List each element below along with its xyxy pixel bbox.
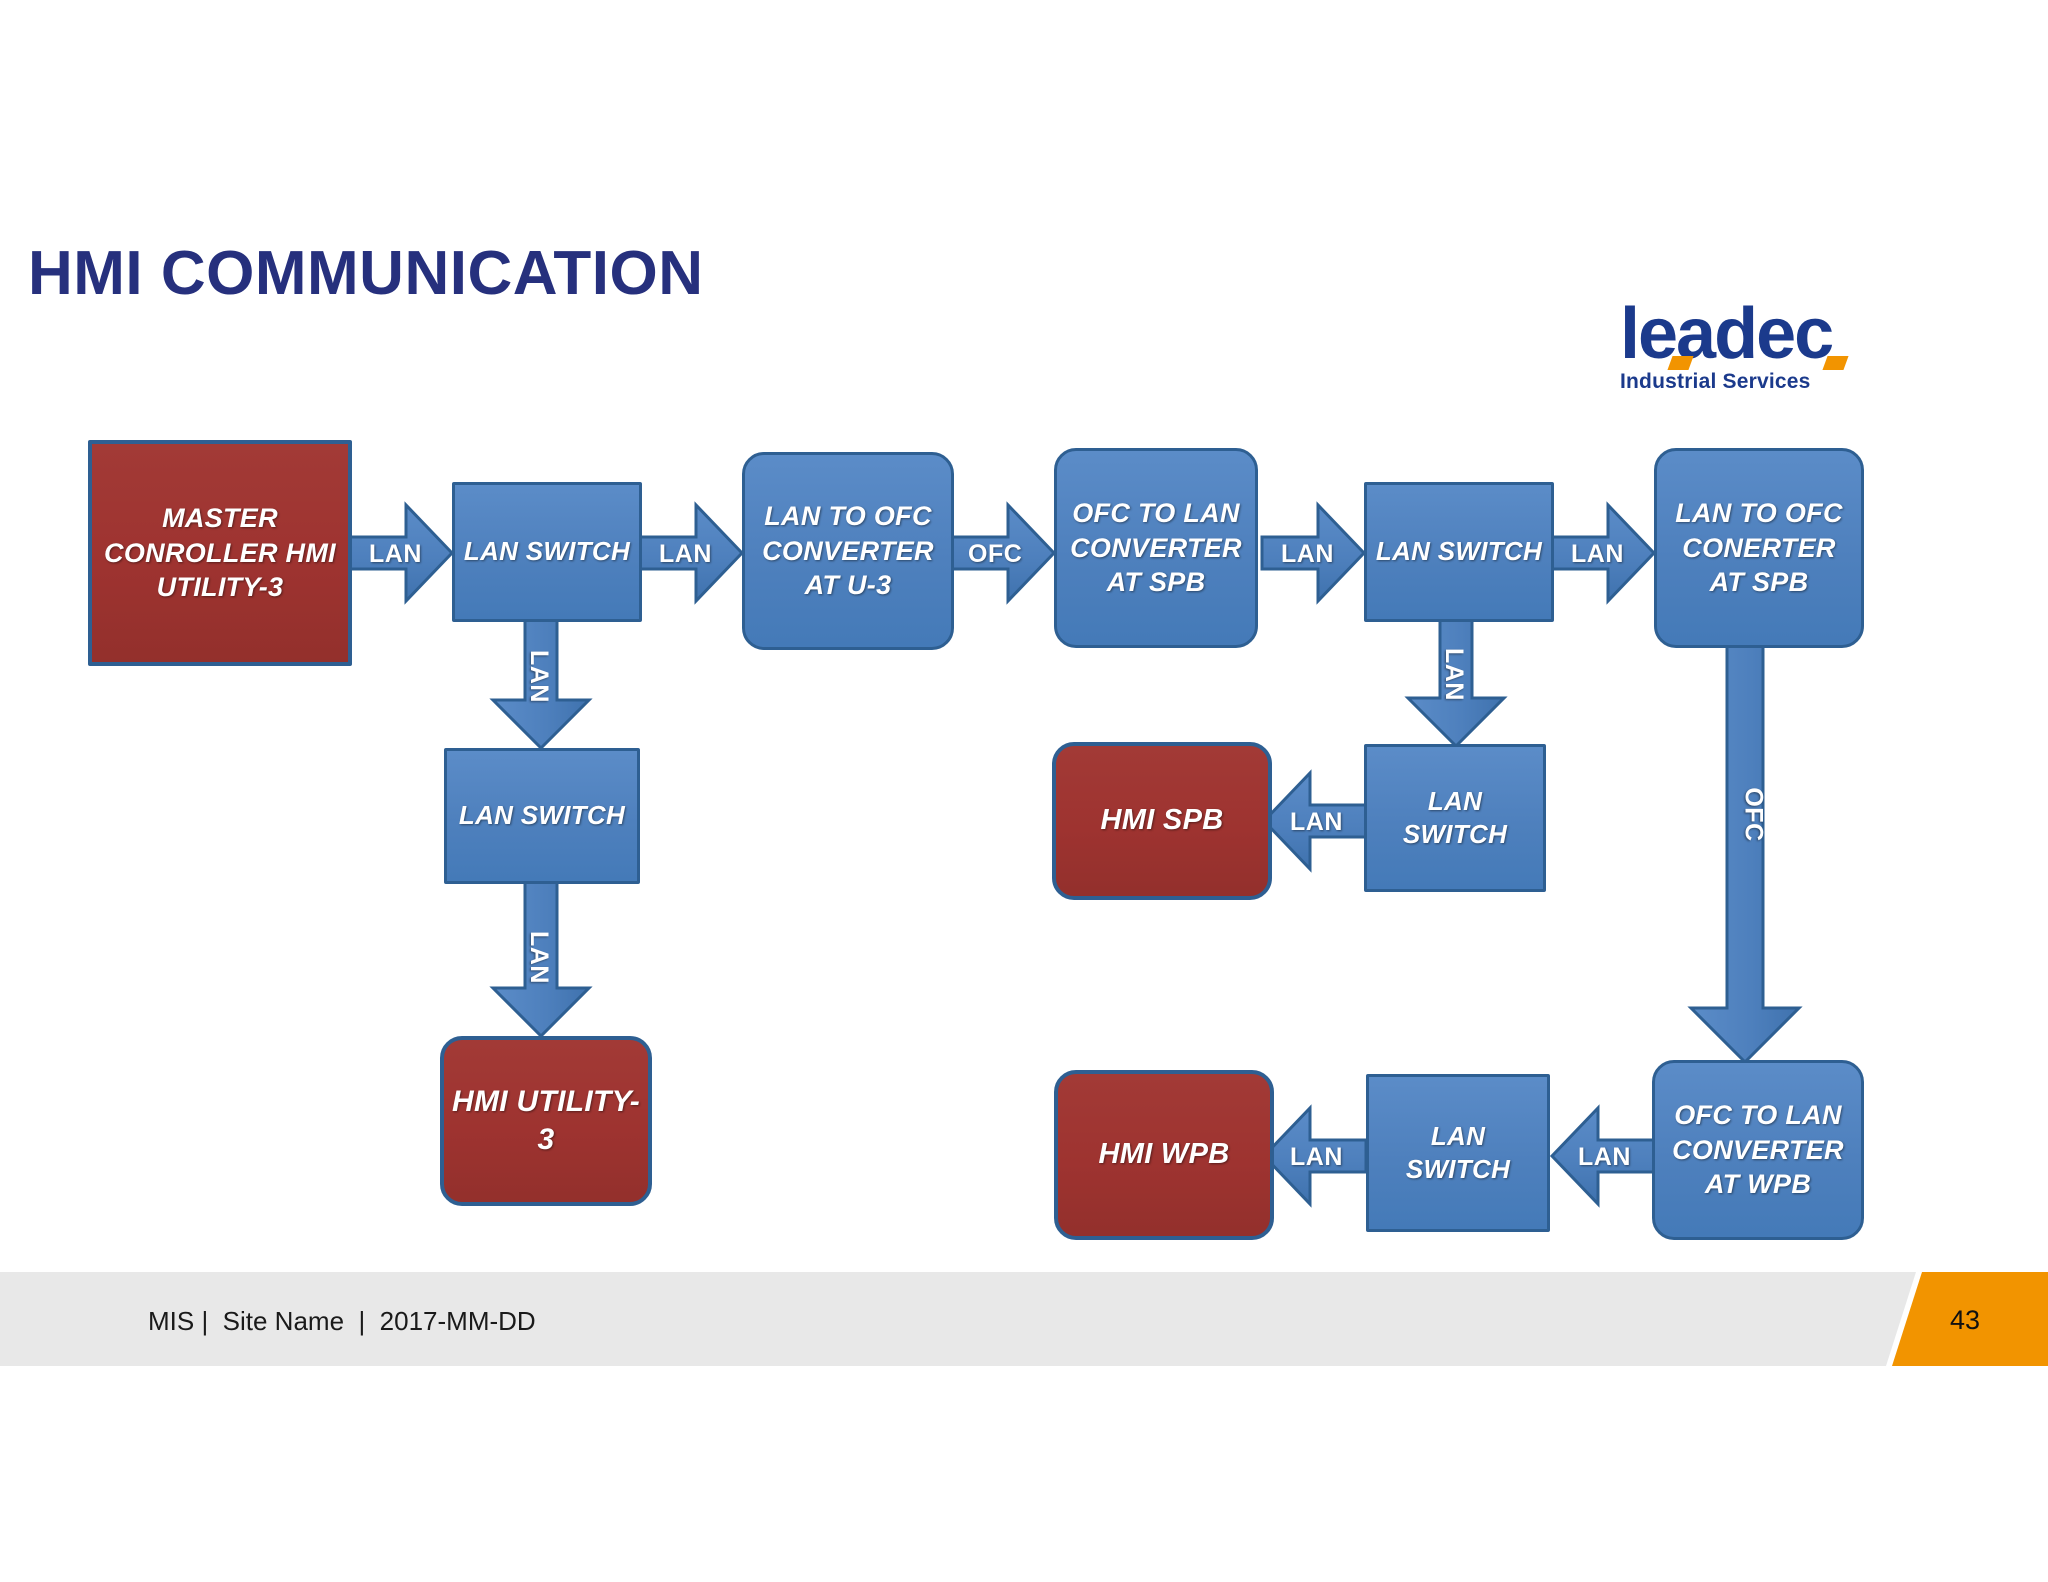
page-number-badge [1892, 1272, 2048, 1366]
node-hmi-spb[interactable]: HMI SPB [1052, 742, 1272, 900]
arrow-converter-to-switch-wpb [1549, 1104, 1656, 1208]
arrow-switch-down-u3 [489, 616, 593, 751]
link-label-converter-to-converter: OFC [968, 540, 1023, 568]
logo-tagline: Industrial Services [1620, 370, 1811, 394]
arrow-switch-down-hmi-utility [489, 880, 593, 1039]
link-label-master-to-switch: LAN [369, 540, 422, 568]
arrow-switch-to-converter-spb [1550, 501, 1657, 605]
arrow-switch-down-spb [1404, 616, 1508, 749]
node-lan-switch-spb-top[interactable]: LAN SWITCH [1364, 482, 1554, 622]
node-master-controller[interactable]: MASTER CONROLLER HMI UTILITY-3 [88, 440, 352, 666]
node-ofc-to-lan-converter-spb[interactable]: OFC TO LAN CONVERTER AT SPB [1054, 448, 1258, 648]
footer-bar [0, 1272, 1916, 1366]
node-lan-switch-u3-top[interactable]: LAN SWITCH [452, 482, 642, 622]
arrow-converter-down-wpb-ofc [1687, 616, 1803, 1065]
node-hmi-utility-3[interactable]: HMI UTILITY-3 [440, 1036, 652, 1206]
node-lan-switch-u3-mid[interactable]: LAN SWITCH [444, 748, 640, 884]
hmi-communication-diagram: MASTER CONROLLER HMI UTILITY-3 LAN SWITC… [88, 440, 1864, 1240]
logo-wordmark: leadec [1620, 294, 1834, 374]
node-hmi-wpb[interactable]: HMI WPB [1054, 1070, 1274, 1240]
arrow-switch-to-converter-u3 [638, 501, 745, 605]
link-label-switch-down-u3: LAN [524, 650, 553, 703]
footer-text: MIS | Site Name | 2017-MM-DD [148, 1306, 536, 1336]
link-label-switch-down-spb: LAN [1439, 648, 1468, 701]
arrow-switch-to-hmi-spb [1261, 769, 1368, 873]
link-label-switch-to-hmi-spb: LAN [1290, 808, 1343, 836]
link-label-switch-to-converter-spb: LAN [1571, 540, 1624, 568]
link-label-converter-to-switch-spb: LAN [1281, 540, 1334, 568]
node-lan-switch-spb-mid[interactable]: LAN SWITCH [1364, 744, 1546, 892]
leadec-logo: leadec Industrial Services [1620, 294, 1920, 410]
connector-arrows-layer [348, 501, 1803, 1208]
node-lan-switch-wpb[interactable]: LAN SWITCH [1366, 1074, 1550, 1232]
node-lan-to-ofc-converter-spb[interactable]: LAN TO OFC CONERTER AT SPB [1654, 448, 1864, 648]
link-label-switch-down-u3-2: LAN [524, 931, 553, 984]
link-label-switch-to-converter: LAN [659, 540, 712, 568]
link-label-switch-to-hmi-wpb: LAN [1290, 1143, 1343, 1171]
link-label-converter-down-wpb: OFC [1739, 787, 1768, 842]
arrow-converter-to-converter-ofc [950, 501, 1057, 605]
node-lan-to-ofc-converter-u3[interactable]: LAN TO OFC CONVERTER AT U-3 [742, 452, 954, 650]
page-number: 43 [1950, 1305, 1981, 1335]
arrow-switch-to-hmi-wpb [1261, 1104, 1368, 1208]
node-ofc-to-lan-converter-wpb[interactable]: OFC TO LAN CONVERTER AT WPB [1652, 1060, 1864, 1240]
arrow-converter-to-switch-spb [1260, 501, 1367, 605]
link-label-converter-to-switch-wpb: LAN [1578, 1143, 1631, 1171]
page-title: HMI COMMUNICATION [28, 239, 704, 308]
arrow-master-to-switch [348, 501, 455, 605]
